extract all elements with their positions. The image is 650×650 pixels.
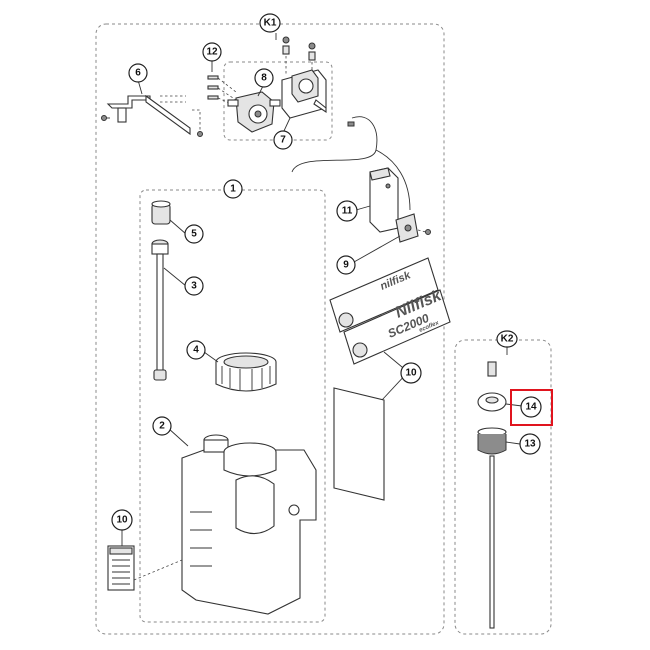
svg-text:7: 7 <box>280 135 286 146</box>
motor-bracket-part <box>281 36 327 119</box>
svg-text:1: 1 <box>230 184 236 195</box>
svg-text:3: 3 <box>191 281 197 292</box>
svg-text:9: 9 <box>343 260 349 271</box>
callout-6: 6 <box>128 63 148 83</box>
callout-k1: K1 <box>259 13 281 33</box>
callout-3: 3 <box>184 276 204 296</box>
decal-part: nilfisk Nilfisk SC2000 ecoflex <box>329 257 451 365</box>
pump-part <box>227 91 281 133</box>
label-sticker-part <box>107 545 183 591</box>
svg-text:10: 10 <box>116 515 128 526</box>
tank-part <box>181 434 317 615</box>
sensor-part <box>395 213 431 243</box>
callout-4: 4 <box>186 340 206 360</box>
seal-part <box>477 392 507 412</box>
float-part <box>151 200 171 225</box>
label-sheet-part <box>333 387 385 501</box>
callout-13: 13 <box>519 433 541 455</box>
svg-text:4: 4 <box>193 345 199 356</box>
cap-kit-part <box>477 427 507 629</box>
kit-k2-boundary <box>454 339 552 635</box>
suction-tube-part <box>151 239 169 381</box>
callout-k1-label: K1 <box>264 18 277 29</box>
callout-10-decal: 10 <box>400 362 422 384</box>
svg-text:2: 2 <box>159 421 165 432</box>
leader-lines <box>121 33 523 546</box>
callout-11: 11 <box>336 200 358 222</box>
callout-k2-label: K2 <box>501 334 514 345</box>
callout-14: 14 <box>520 396 542 418</box>
callout-2: 2 <box>152 416 172 436</box>
callout-10-label: 10 <box>111 509 133 531</box>
callout-1: 1 <box>223 179 243 199</box>
svg-text:5: 5 <box>191 229 197 240</box>
callout-7: 7 <box>273 130 293 150</box>
highlight-box-callout-14 <box>510 389 553 426</box>
svg-text:6: 6 <box>135 68 141 79</box>
tank-cap-part <box>215 352 277 392</box>
mounting-bracket-part <box>369 167 399 233</box>
svg-text:11: 11 <box>342 206 353 217</box>
callout-9: 9 <box>336 255 356 275</box>
svg-text:12: 12 <box>206 47 218 58</box>
svg-text:14: 14 <box>525 402 537 413</box>
svg-text:10: 10 <box>405 368 417 379</box>
callout-12: 12 <box>202 42 222 62</box>
svg-text:8: 8 <box>261 73 267 84</box>
callout-k2: K2 <box>496 330 518 348</box>
callout-8: 8 <box>254 68 274 88</box>
svg-text:13: 13 <box>524 439 536 450</box>
suction-pipe-part <box>101 94 203 137</box>
cable-part <box>291 116 411 211</box>
callout-5: 5 <box>184 224 204 244</box>
valve-insert-part <box>487 361 497 377</box>
